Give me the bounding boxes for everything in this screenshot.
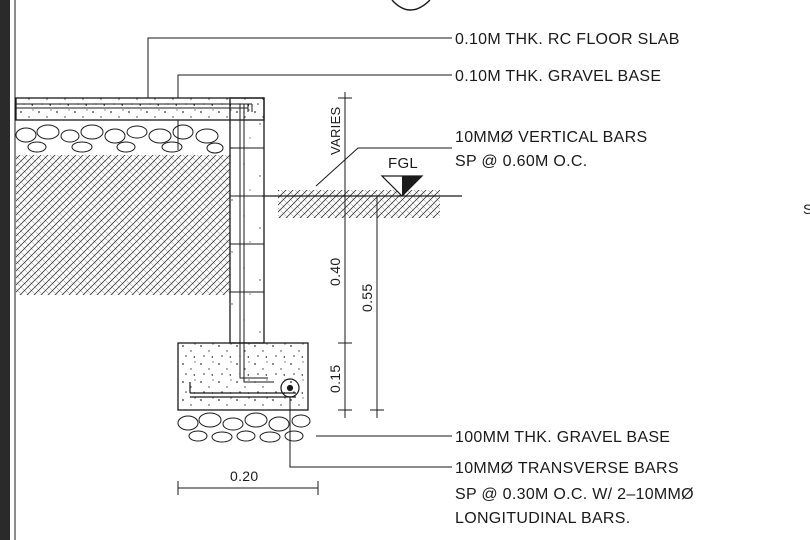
callout-transverse-bars-2: SP @ 0.30M O.C. W/ 2–10MMØ: [455, 486, 694, 503]
soil-right: [278, 190, 440, 218]
leader-lines: [147, 37, 452, 468]
callout-transverse-bars-1: 10MMØ TRANSVERSE BARS: [455, 460, 679, 477]
wall-footing: [177, 342, 309, 411]
hollow-block-wall: [229, 97, 265, 344]
slab-gravel-base: [15, 120, 230, 155]
dim-footing-thickness: 0.15: [327, 365, 343, 393]
edge-text-fragment: S: [803, 201, 810, 217]
soil-left: [16, 155, 230, 295]
fgl-grade-marker: [380, 175, 424, 197]
callout-gravel-base-bottom: 100MM THK. GRAVEL BASE: [455, 429, 670, 446]
dimension-lines: [177, 92, 384, 495]
detail-bubble-arc: [391, 0, 431, 11]
dim-wall-height: 0.40: [327, 258, 343, 286]
dim-footing-width: 0.20: [230, 468, 258, 484]
callout-transverse-bars-3: LONGITUDINAL BARS.: [455, 510, 631, 527]
floor-slab: [15, 97, 265, 121]
callout-vertical-bars-2: SP @ 0.60M O.C.: [455, 153, 588, 170]
dim-varies: VARIES: [328, 106, 343, 155]
callout-gravel-base-top: 0.10M THK. GRAVEL BASE: [455, 68, 661, 85]
callout-vertical-bars-1: 10MMØ VERTICAL BARS: [455, 129, 647, 146]
grade-label: FGL: [388, 155, 418, 172]
footing-gravel-base: [177, 412, 311, 443]
left-border: [0, 0, 10, 540]
callout-floor-slab: 0.10M THK. RC FLOOR SLAB: [455, 31, 680, 48]
dim-total-depth: 0.55: [359, 284, 375, 312]
